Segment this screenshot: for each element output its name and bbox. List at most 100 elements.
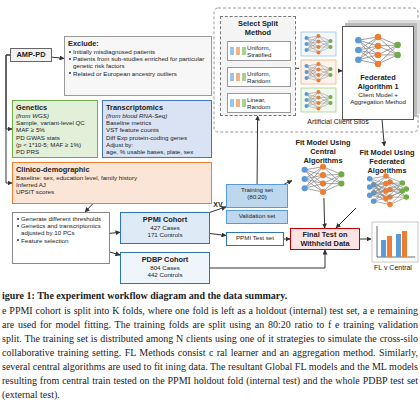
bullet-item: Feature selection: [16, 237, 106, 244]
flow-arrow: [210, 207, 226, 213]
process-box: Generate different thresholdsGenetics an…: [12, 212, 110, 264]
node-heading: Select Split Method: [224, 19, 292, 37]
flow-arrow: [110, 252, 120, 255]
node-text: 427 Cases: [124, 224, 206, 231]
chart-label: FL v Central: [366, 264, 420, 272]
node-heading: Final Test on Withheld Data: [294, 230, 356, 248]
data-split-box: Training set(80:20): [226, 184, 288, 208]
node-text: (from WGS): [16, 112, 94, 119]
node-text: 171 Controls: [124, 231, 206, 238]
edge-label: XV: [213, 201, 222, 208]
node-text: Linear, Random: [247, 96, 287, 110]
bullet-item: Patients from sub-studies enriched for p…: [68, 55, 208, 69]
node-heading: Fit Model Using Federated Algorithms: [359, 148, 415, 175]
silo-box: [301, 88, 336, 112]
data-box: Clinico-demographicBaseline: sex, educat…: [12, 162, 212, 204]
node-text: Inferred AJ: [16, 181, 208, 188]
data-split-box: Validation set: [226, 210, 288, 224]
figure-caption: e PPMI cohort is split into K folds, whe…: [2, 304, 418, 402]
algorithm-card: Federated Algorithm 1Client Model + Aggr…: [342, 26, 414, 120]
chart-bar: [387, 236, 392, 257]
node-text: age, % usable bases, plate, sex: [106, 148, 208, 155]
flow-arrow: [85, 204, 92, 212]
node-text: Diff Exp protein-coding genes: [106, 134, 208, 141]
bullet-item: Related or European ancestry outliers: [68, 70, 208, 77]
cohort-box: PDBP Cohort804 Cases442 Controls: [120, 252, 210, 284]
exclusion-box: Exclude:Initially misdiagnosed patientsP…: [64, 36, 212, 96]
chart-bar: [396, 234, 401, 257]
flow-arrow: [110, 232, 120, 233]
silo-box: [301, 60, 336, 84]
node-heading: Genetics: [16, 103, 94, 112]
node-text: (p < 1*10-5; MAF ≥ 1%): [16, 141, 94, 148]
node-text: 442 Controls: [124, 271, 206, 278]
node-heading: AMP-PD: [12, 50, 50, 59]
flow-arrow: [382, 120, 384, 146]
client-silos: [299, 28, 338, 116]
silo-network: [305, 62, 333, 83]
node-text: Uniform, Random: [247, 70, 287, 84]
fit-step: Fit Model Using Federated Algorithms: [356, 146, 418, 208]
node-heading: PDBP Cohort: [124, 255, 206, 264]
federated-network: [367, 173, 405, 201]
figure-title: igure 1: The experiment workflow diagram…: [2, 290, 418, 302]
chart-frame: [372, 222, 418, 262]
node-text: (80:20): [228, 193, 286, 200]
node-heading: Exclude:: [68, 39, 208, 48]
node-text: Adjust by:: [106, 141, 208, 148]
source-box: AMP-PD: [10, 48, 52, 62]
silo-box: [301, 32, 336, 56]
cohort-box: PPMI Cohort427 Cases171 Controls: [120, 212, 210, 244]
group-label: Artificial Client Silos: [298, 118, 378, 126]
silo-network: [305, 90, 333, 111]
final-test-box: Final Test on Withheld Data: [290, 228, 360, 250]
result-arrow: [360, 239, 371, 240]
result-chart: [372, 222, 418, 262]
flow-arrow: [257, 116, 259, 184]
flow-arrow: [52, 57, 64, 58]
split-box: Select Split MethodUniform, StratifiedUn…: [220, 16, 296, 116]
data-box: Transcriptomics(from blood RNA-Seq)Basel…: [102, 100, 212, 158]
node-text: UPSIT scores: [16, 188, 208, 195]
silo-frame: [214, 8, 418, 132]
node-text: Sample, variant-level QC: [16, 119, 94, 126]
fit-step: Fit Model Using Central Algorithms: [292, 136, 354, 198]
node-text: Baseline metrics: [106, 119, 208, 126]
node-heading: Federated Algorithm 1: [346, 73, 410, 91]
bullet-item: Initially misdiagnosed patients: [68, 48, 208, 55]
chart-bar: [402, 231, 407, 257]
flow-arrow: [210, 250, 325, 268]
central-network: [302, 164, 345, 195]
split-option: Uniform, Random: [227, 67, 291, 87]
node-text: Uniform, Stratified: [247, 44, 287, 58]
split-option: Uniform, Stratified: [227, 41, 291, 61]
data-split-box: PPMI Test set: [226, 232, 284, 246]
node-heading: Transcriptomics: [106, 103, 208, 112]
bullet-item: Genetics and transcriptomics adjusted by…: [16, 222, 106, 236]
chart-axes: [377, 226, 415, 257]
node-text: Validation set: [228, 212, 286, 219]
node-heading: Clinico-demographic: [16, 165, 208, 174]
node-text: 804 Cases: [124, 264, 206, 271]
split-option: Linear, Random: [227, 93, 291, 113]
node-text: MAF ≥ 5%: [16, 126, 94, 133]
node-text: Training set: [228, 186, 286, 193]
node-text: Baseline: sex, education level, family h…: [16, 174, 208, 181]
bullet-item: Generate different thresholds: [16, 215, 106, 222]
node-text: Client Model + Aggregation Method: [346, 91, 410, 105]
node-text: PD PRS: [16, 148, 94, 155]
federated-network-back: [371, 179, 409, 207]
node-text: (from blood RNA-Seq): [106, 112, 208, 119]
node-text: PD GWAS stats: [16, 134, 94, 141]
node-text: VST feature counts: [106, 126, 208, 133]
flow-arrow: [296, 68, 342, 71]
silo-network: [305, 34, 333, 55]
silo-backdrop: [299, 28, 338, 116]
flow-arrow: [323, 198, 325, 228]
flow-arrow: [336, 208, 356, 228]
node-text: PPMI Test set: [228, 234, 282, 241]
flow-arrow: [210, 234, 226, 236]
node-heading: Fit Model Using Central Algorithms: [295, 138, 351, 165]
chart-bar: [381, 240, 386, 257]
